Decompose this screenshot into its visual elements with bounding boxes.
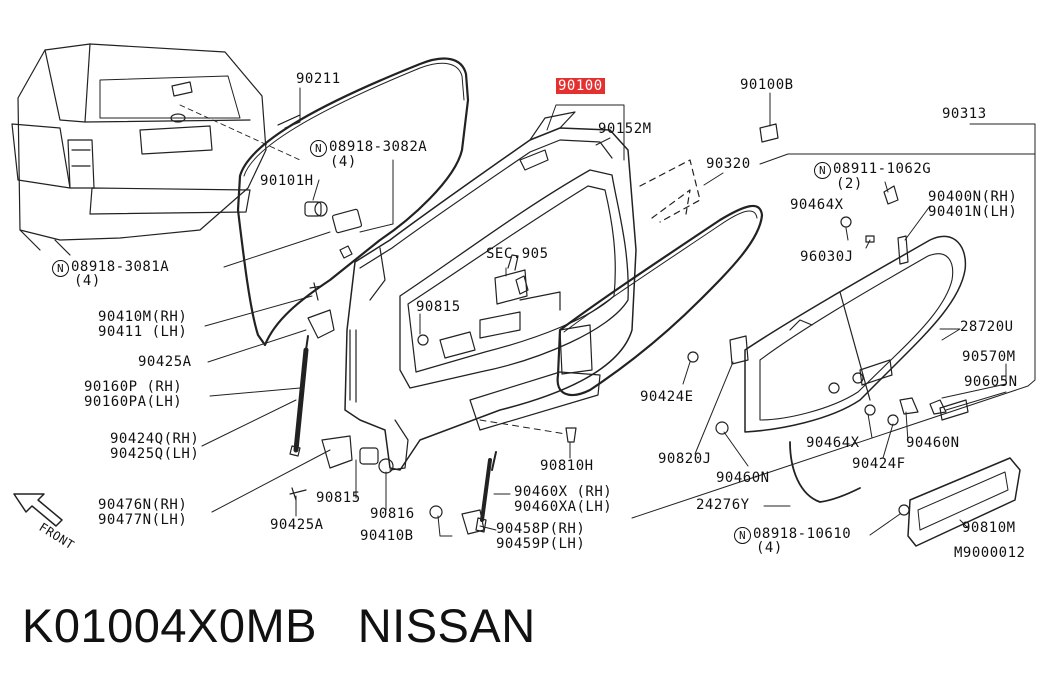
label-90320: 90320 xyxy=(706,156,751,172)
part-caption: K01004X0MB NISSAN xyxy=(22,599,536,652)
label-90460x: 90460X (RH) xyxy=(514,484,613,500)
parts-drawing xyxy=(11,43,1036,547)
back-glass-90313 xyxy=(744,235,967,433)
label-90160pa: 90160PA(LH) xyxy=(84,394,183,410)
label-90424f: 90424F xyxy=(852,456,906,472)
label-90459p: 90459P(LH) xyxy=(496,536,586,552)
label-90820j: 90820J xyxy=(658,451,712,467)
label-24276y: 24276Y xyxy=(696,497,750,513)
label-90605n: 90605N xyxy=(964,374,1018,390)
label-90816: 90816 xyxy=(370,506,415,522)
n-symbol-icon: N xyxy=(734,527,751,544)
label-08911-1062g-qty: (2) xyxy=(836,176,863,192)
label-90400n: 90400N(RH) xyxy=(928,189,1018,205)
label-90424q: 90424Q(RH) xyxy=(110,431,200,447)
label-90477n: 90477N(LH) xyxy=(98,512,188,528)
n-symbol-icon: N xyxy=(814,162,831,179)
front-arrow-icon xyxy=(13,493,63,527)
label-90810m: 90810M xyxy=(962,520,1016,536)
label-90101h: 90101H xyxy=(260,173,314,189)
label-90460n-right: 90460N xyxy=(906,435,960,451)
label-90425a-lower: 90425A xyxy=(270,517,324,533)
n-symbol-icon: N xyxy=(310,140,327,157)
label-90460n-left: 90460N xyxy=(716,470,770,486)
label-08918-3082a-qty: (4) xyxy=(330,154,357,170)
label-90570m: 90570M xyxy=(962,349,1016,365)
part-number: 08918-3081A xyxy=(71,259,170,275)
label-90464x-bottom: 90464X xyxy=(806,435,860,451)
label-90425q: 90425Q(LH) xyxy=(110,446,200,462)
label-90410m: 90410M(RH) xyxy=(98,309,188,325)
label-90313: 90313 xyxy=(942,106,987,122)
label-90152m: 90152M xyxy=(598,121,652,137)
label-08918-3081a-qty: (4) xyxy=(74,273,101,289)
vehicle-rear-illustration xyxy=(11,43,301,256)
weatherstrip-90320 xyxy=(556,204,764,397)
leader-lines xyxy=(201,87,1036,537)
small-parts xyxy=(289,123,1021,547)
diagram-code: M9000012 xyxy=(954,545,1026,561)
label-90401n: 90401N(LH) xyxy=(928,204,1018,220)
label-90810h: 90810H xyxy=(540,458,594,474)
label-sec905: SEC.905 xyxy=(486,246,549,262)
back-door-panel-90100 xyxy=(344,111,637,471)
label-90425a-upper: 90425A xyxy=(138,354,192,370)
label-90211: 90211 xyxy=(296,71,341,87)
part-number: 08911-1062G xyxy=(833,161,932,177)
label-90160p: 90160P (RH) xyxy=(84,379,183,395)
label-90100: 90100 xyxy=(556,78,605,94)
part-number: 08918-10610 xyxy=(753,526,852,542)
label-90460xa: 90460XA(LH) xyxy=(514,499,613,515)
highlighted-part: 90100 xyxy=(556,78,605,94)
label-90815-lower: 90815 xyxy=(316,490,361,506)
label-90476n: 90476N(RH) xyxy=(98,497,188,513)
label-90424e: 90424E xyxy=(640,389,694,405)
label-96030j: 96030J xyxy=(800,249,854,265)
label-90464x-top: 90464X xyxy=(790,197,844,213)
label-28720u: 28720U xyxy=(960,319,1014,335)
label-90458p: 90458P(RH) xyxy=(496,521,586,537)
label-08918-10610-qty: (4) xyxy=(756,540,783,556)
label-90815-upper: 90815 xyxy=(416,299,461,315)
stay-damper-90460x xyxy=(475,451,497,533)
label-90411: 90411 (LH) xyxy=(98,324,188,340)
label-90410b: 90410B xyxy=(360,528,414,544)
label-90100b: 90100B xyxy=(740,77,794,93)
part-number: 08918-3082A xyxy=(329,139,428,155)
stay-damper-90160p xyxy=(289,335,309,457)
weatherstrip-90211 xyxy=(236,57,470,347)
n-symbol-icon: N xyxy=(52,260,69,277)
